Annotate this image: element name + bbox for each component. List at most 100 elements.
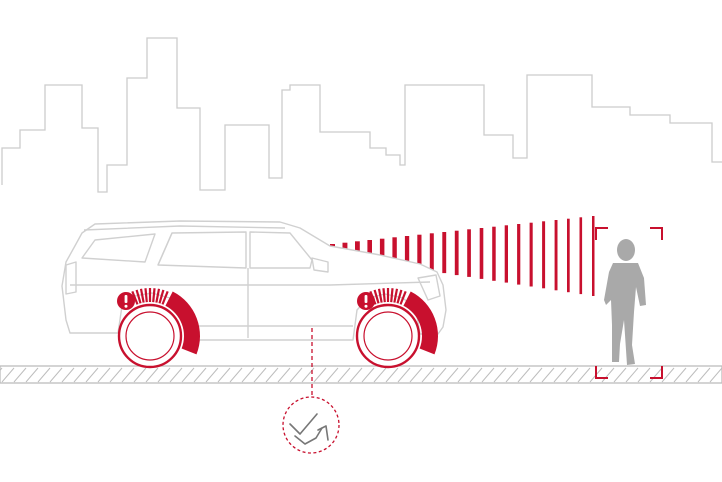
rear-warning-icon	[117, 292, 135, 310]
ground-hatch-line	[205, 367, 219, 383]
ground-hatch-line	[673, 367, 687, 383]
ground-hatch-line	[697, 367, 711, 383]
wheel-indicator-segment	[382, 288, 386, 303]
sensor-beam-stripe	[404, 236, 410, 268]
rear-wheel-indicator	[131, 288, 200, 355]
ground-hatch-line	[217, 367, 231, 383]
ground-hatch-line	[193, 367, 207, 383]
ground-hatch-line	[181, 367, 195, 383]
ground-hatch-line	[625, 367, 639, 383]
front-wheel-indicator	[369, 288, 438, 355]
wheel-indicator-segment	[161, 290, 169, 305]
front-wheel	[355, 288, 438, 369]
ground-hatch-line	[277, 367, 291, 383]
vehicle-roof-rail	[83, 225, 286, 231]
ground-hatch-line	[517, 367, 531, 383]
vehicle-pillar	[157, 232, 173, 266]
wheel-indicator-segment	[158, 289, 165, 304]
wheel-indicator-segment	[139, 288, 145, 303]
wheel-indicator-segment	[393, 288, 399, 303]
sensor-beam-stripe	[417, 234, 422, 270]
vehicle-belt-line	[70, 281, 431, 286]
ground-hatch-line	[73, 367, 87, 383]
ground-hatch-line	[121, 367, 135, 383]
sensor-beam-stripe	[529, 222, 533, 287]
ground-hatch-line	[349, 367, 363, 383]
ground-hatch-line	[361, 367, 375, 383]
ground-hatch-line	[637, 367, 651, 383]
hand-check-badge	[282, 396, 340, 454]
ground-hatch-line	[565, 367, 579, 383]
ground-hatch-line	[289, 367, 303, 383]
wheel-indicator-segment	[135, 289, 142, 304]
sensor-beam-stripe	[392, 237, 397, 266]
wheel-indicator-segment	[155, 288, 161, 303]
ground-hatch-line	[601, 367, 615, 383]
wheel-indicator-fill	[403, 291, 438, 355]
ground-hatch-line	[253, 367, 267, 383]
ground-hatch-line	[541, 367, 555, 383]
wheel-indicator-segment	[396, 289, 403, 304]
hand-check-icon	[289, 413, 329, 445]
ground-hatch-line	[481, 367, 495, 383]
ground-hatch-line	[421, 367, 435, 383]
vehicle-taillight	[65, 261, 77, 295]
sensor-beam-stripe	[429, 233, 434, 272]
ground-hatch-line	[25, 367, 39, 383]
sensor-beam-stripe	[567, 218, 570, 293]
vehicle-rear-window	[81, 233, 156, 263]
front-warning-icon	[357, 292, 375, 310]
walking-person-icon	[604, 239, 646, 365]
ground-hatch-line	[433, 367, 447, 383]
sensor-beam-stripe	[592, 216, 595, 296]
ground-hatch-line	[1, 367, 15, 383]
wheel-indicator-segment	[131, 290, 139, 305]
ground-hatch-line	[469, 367, 483, 383]
ground-hatch-line	[325, 367, 339, 383]
ground-hatch-line	[409, 367, 423, 383]
ground-hatch-line	[61, 367, 75, 383]
sensor-beam-stripe	[517, 224, 521, 285]
sensor-beam-stripe	[479, 228, 484, 279]
ground-hatch-line	[49, 367, 63, 383]
ground-hatch-line	[85, 367, 99, 383]
ground-hatch-line	[133, 367, 147, 383]
wheel-indicator-segment	[144, 288, 148, 303]
ground-hatch-line	[397, 367, 411, 383]
ground-hatch-line	[613, 367, 627, 383]
sensor-beam-stripe	[367, 240, 372, 262]
sensor-beam-stripe	[454, 230, 459, 276]
ground	[0, 365, 722, 384]
ground-hatch-line	[493, 367, 507, 383]
vehicle-mirror	[311, 257, 329, 273]
ground-hatch-line	[97, 367, 111, 383]
vehicle-side-window-front	[249, 231, 313, 269]
ground-hatch-line	[265, 367, 279, 383]
ground-hatch-line	[649, 367, 663, 383]
wheel-indicator-fill	[165, 291, 200, 355]
sensor-beam-stripe	[542, 221, 546, 289]
wheel-indicator-segment	[390, 288, 394, 303]
sensor-beam-stripe	[467, 229, 471, 277]
ground-hatch-line	[145, 367, 159, 383]
wheel-indicator-segment	[152, 288, 156, 303]
ground-hatch-line	[445, 367, 459, 383]
sensor-beam-stripe	[492, 226, 496, 281]
sensor-beam-stripe	[579, 217, 583, 295]
suv-outline-icon	[61, 220, 447, 341]
wheel-indicator-segment	[377, 288, 383, 303]
rear-wheel	[117, 288, 200, 369]
ground-hatch-line	[505, 367, 519, 383]
ground-hatch-line	[37, 367, 51, 383]
detection-frame-icon	[595, 227, 663, 379]
sensor-beam-stripe	[442, 232, 447, 274]
ground-hatch-line	[229, 367, 243, 383]
vehicle-headlight	[417, 274, 441, 301]
ground-hatch-line	[661, 367, 675, 383]
sensor-beam-stripe	[504, 225, 508, 283]
ground-hatch-line	[529, 367, 543, 383]
ground-hatch-line	[685, 367, 699, 383]
ground-hatch-line	[709, 367, 722, 383]
